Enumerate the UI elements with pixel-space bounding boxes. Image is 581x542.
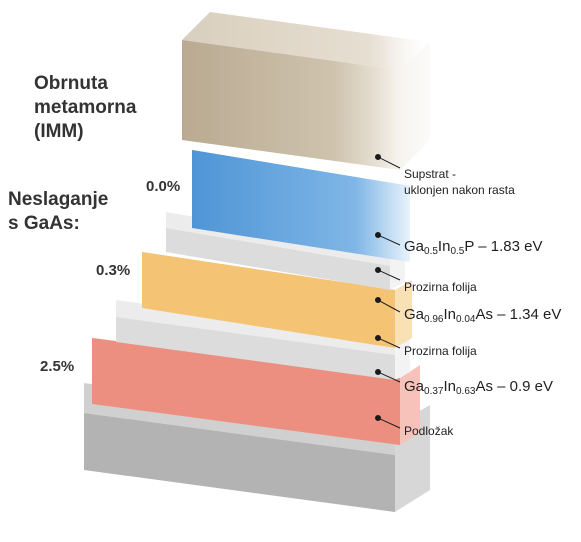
gainp-el3: P – 1.83 eV — [464, 238, 543, 255]
diagram-title: Obrnuta metamorna (IMM) — [34, 72, 136, 144]
gainas-mid-s2: 0.04 — [456, 314, 476, 325]
gainp-el2: In — [437, 238, 451, 255]
gainas-bot-el1: Ga — [404, 378, 425, 395]
label-gainp: Ga0.5In0.5P – 1.83 eV — [404, 238, 542, 257]
label-foil-1: Prozirna folija — [404, 280, 477, 294]
gainas-mid-el3: As – 1.34 eV — [475, 306, 562, 323]
gainp-layer — [192, 150, 430, 262]
mismatch-heading: Neslaganje s GaAs: — [8, 188, 108, 236]
gainas-mid-s1: 0.96 — [424, 314, 444, 325]
label-substrate-line-1: Supstrat - — [404, 167, 457, 181]
gainas-bot-s2: 0.63 — [456, 386, 476, 397]
title-line-3: (IMM) — [34, 121, 84, 142]
gainas-bottom-layer — [92, 338, 420, 445]
label-base: Podložak — [404, 424, 454, 438]
mismatch-value-0: 0.0% — [146, 178, 181, 195]
gainas-bot-el3: As – 0.9 eV — [475, 378, 554, 395]
leader-markers — [375, 154, 401, 429]
gainas-mid-el1: Ga — [404, 306, 425, 323]
gainas-mid-el2: In — [443, 306, 456, 323]
mismatch-line-2: s GaAs: — [8, 213, 80, 234]
gainas-bot-s1: 0.37 — [424, 386, 444, 397]
title-line-1: Obrnuta — [34, 73, 108, 94]
gainp-s2: 0.5 — [450, 246, 465, 257]
label-foil-2: Prozirna folija — [404, 344, 477, 358]
label-gainas-middle: Ga0.96In0.04As – 1.34 eV — [404, 306, 561, 325]
label-substrate-removed: Supstrat - uklonjen nakon rasta — [404, 166, 515, 198]
gainp-s1: 0.5 — [424, 246, 438, 257]
substrate-block — [182, 12, 450, 180]
gainas-bot-el2: In — [443, 378, 456, 395]
mismatch-value-2: 2.5% — [40, 358, 75, 375]
label-substrate-line-2: uklonjen nakon rasta — [404, 183, 515, 197]
gainas-middle-layer — [142, 252, 412, 348]
mismatch-line-1: Neslaganje — [8, 189, 109, 210]
gainp-el1: Ga — [404, 238, 425, 255]
title-line-2: metamorna — [34, 97, 137, 118]
label-gainas-bottom: Ga0.37In0.63As – 0.9 eV — [404, 378, 553, 397]
mismatch-value-1: 0.3% — [96, 262, 131, 279]
